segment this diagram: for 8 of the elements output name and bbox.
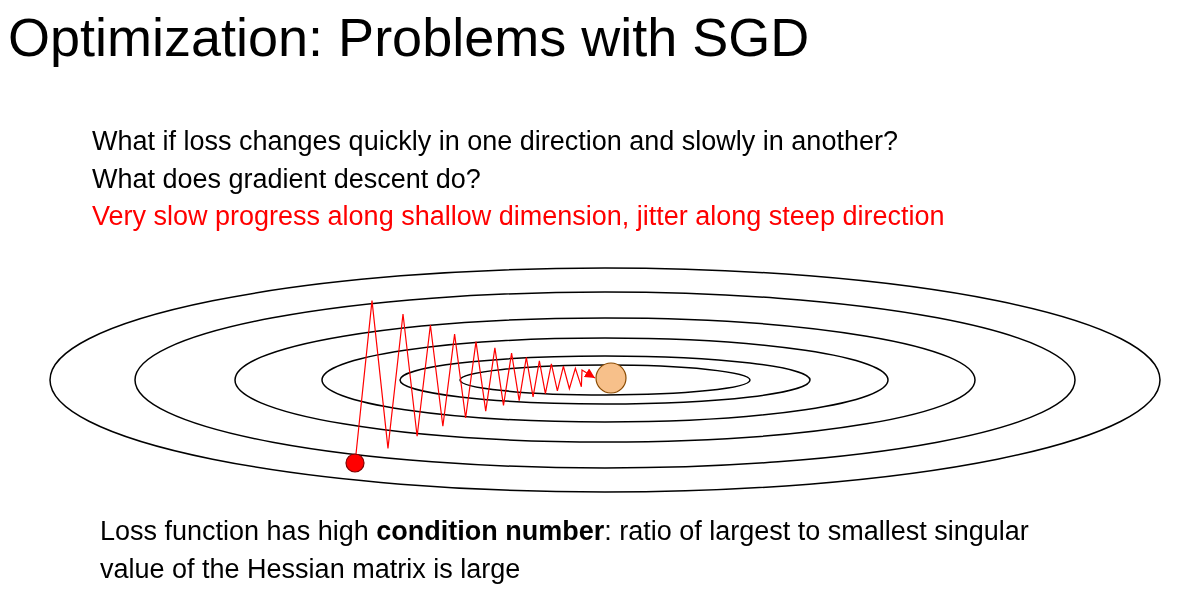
zigzag-path [355,300,596,455]
start-point [345,453,365,473]
slide-title: Optimization: Problems with SGD [8,8,810,68]
question-text: What does gradient descent do? [92,164,481,195]
question-text: What if loss changes quickly in one direction and slowly in another? [92,126,898,157]
explanation-text: Loss function has high condition number: ratio of largest to smallest singular value of the Hessian matrix is large [100,515,1030,586]
highlighted-answer: Very slow progress along shallow dimension, jitter along steep direction [92,201,945,232]
goal-marker [595,362,627,394]
